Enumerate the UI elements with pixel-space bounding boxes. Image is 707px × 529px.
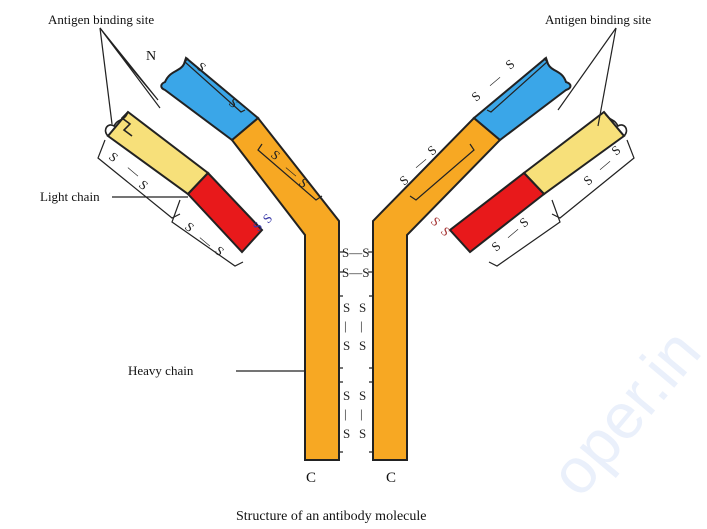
bond-bar: |	[344, 406, 347, 421]
right-heavy-variable	[474, 58, 571, 140]
bond-bar: |	[360, 406, 363, 421]
right-light-constant	[450, 173, 544, 252]
bond-s: S	[468, 88, 483, 104]
bond-s: S	[260, 210, 276, 226]
bond-s: S	[359, 338, 366, 353]
bond-dash: —	[195, 230, 216, 251]
left-light-variable	[108, 112, 208, 194]
light-chain-label: Light chain	[40, 189, 100, 204]
bond-s: S	[608, 142, 623, 158]
bond-s: S	[488, 238, 503, 254]
right-heavy-chain	[373, 118, 500, 460]
c-terminus-right-label: C	[386, 470, 396, 486]
antigen-binding-site-right-label: Antigen binding site	[545, 12, 651, 27]
bond-s: S	[359, 300, 366, 315]
bond-s: S	[343, 300, 350, 315]
figure-caption: Structure of an antibody molecule	[236, 509, 427, 524]
bond-s: S	[182, 219, 197, 235]
bond-bar: |	[360, 318, 363, 333]
bond-dash: —	[123, 160, 144, 181]
stem-bonds-upper: S | S S | S	[343, 300, 366, 353]
bond-s: S	[359, 388, 366, 403]
heavy-chain-label: Heavy chain	[128, 363, 194, 378]
bond-s: S	[580, 172, 595, 188]
bond-s: S	[359, 426, 366, 441]
bond-s: S	[343, 388, 350, 403]
hinge-bond-2: S—S	[342, 265, 369, 280]
n-terminus-label: N	[146, 49, 156, 64]
bond-bar: |	[344, 318, 347, 333]
antigen-binding-site-left-label: Antigen binding site	[48, 12, 154, 27]
right-light-variable	[524, 112, 624, 194]
bond-s: S	[212, 243, 227, 259]
bond-s: S	[502, 56, 517, 72]
stem-bonds-lower: S | S S | S	[343, 388, 366, 441]
bond-dash: —	[484, 70, 505, 91]
hinge-bond-1: S—S	[342, 245, 369, 260]
bond-s: S	[516, 214, 531, 230]
left-heavy-variable	[161, 58, 258, 140]
bond-s: S	[343, 338, 350, 353]
watermark-text: oper.in	[536, 316, 707, 509]
bond-s: S	[106, 149, 121, 165]
bond-s: S	[343, 426, 350, 441]
left-arm	[106, 58, 339, 460]
c-terminus-left-label: C	[306, 470, 316, 486]
bond-s: S	[428, 214, 444, 230]
